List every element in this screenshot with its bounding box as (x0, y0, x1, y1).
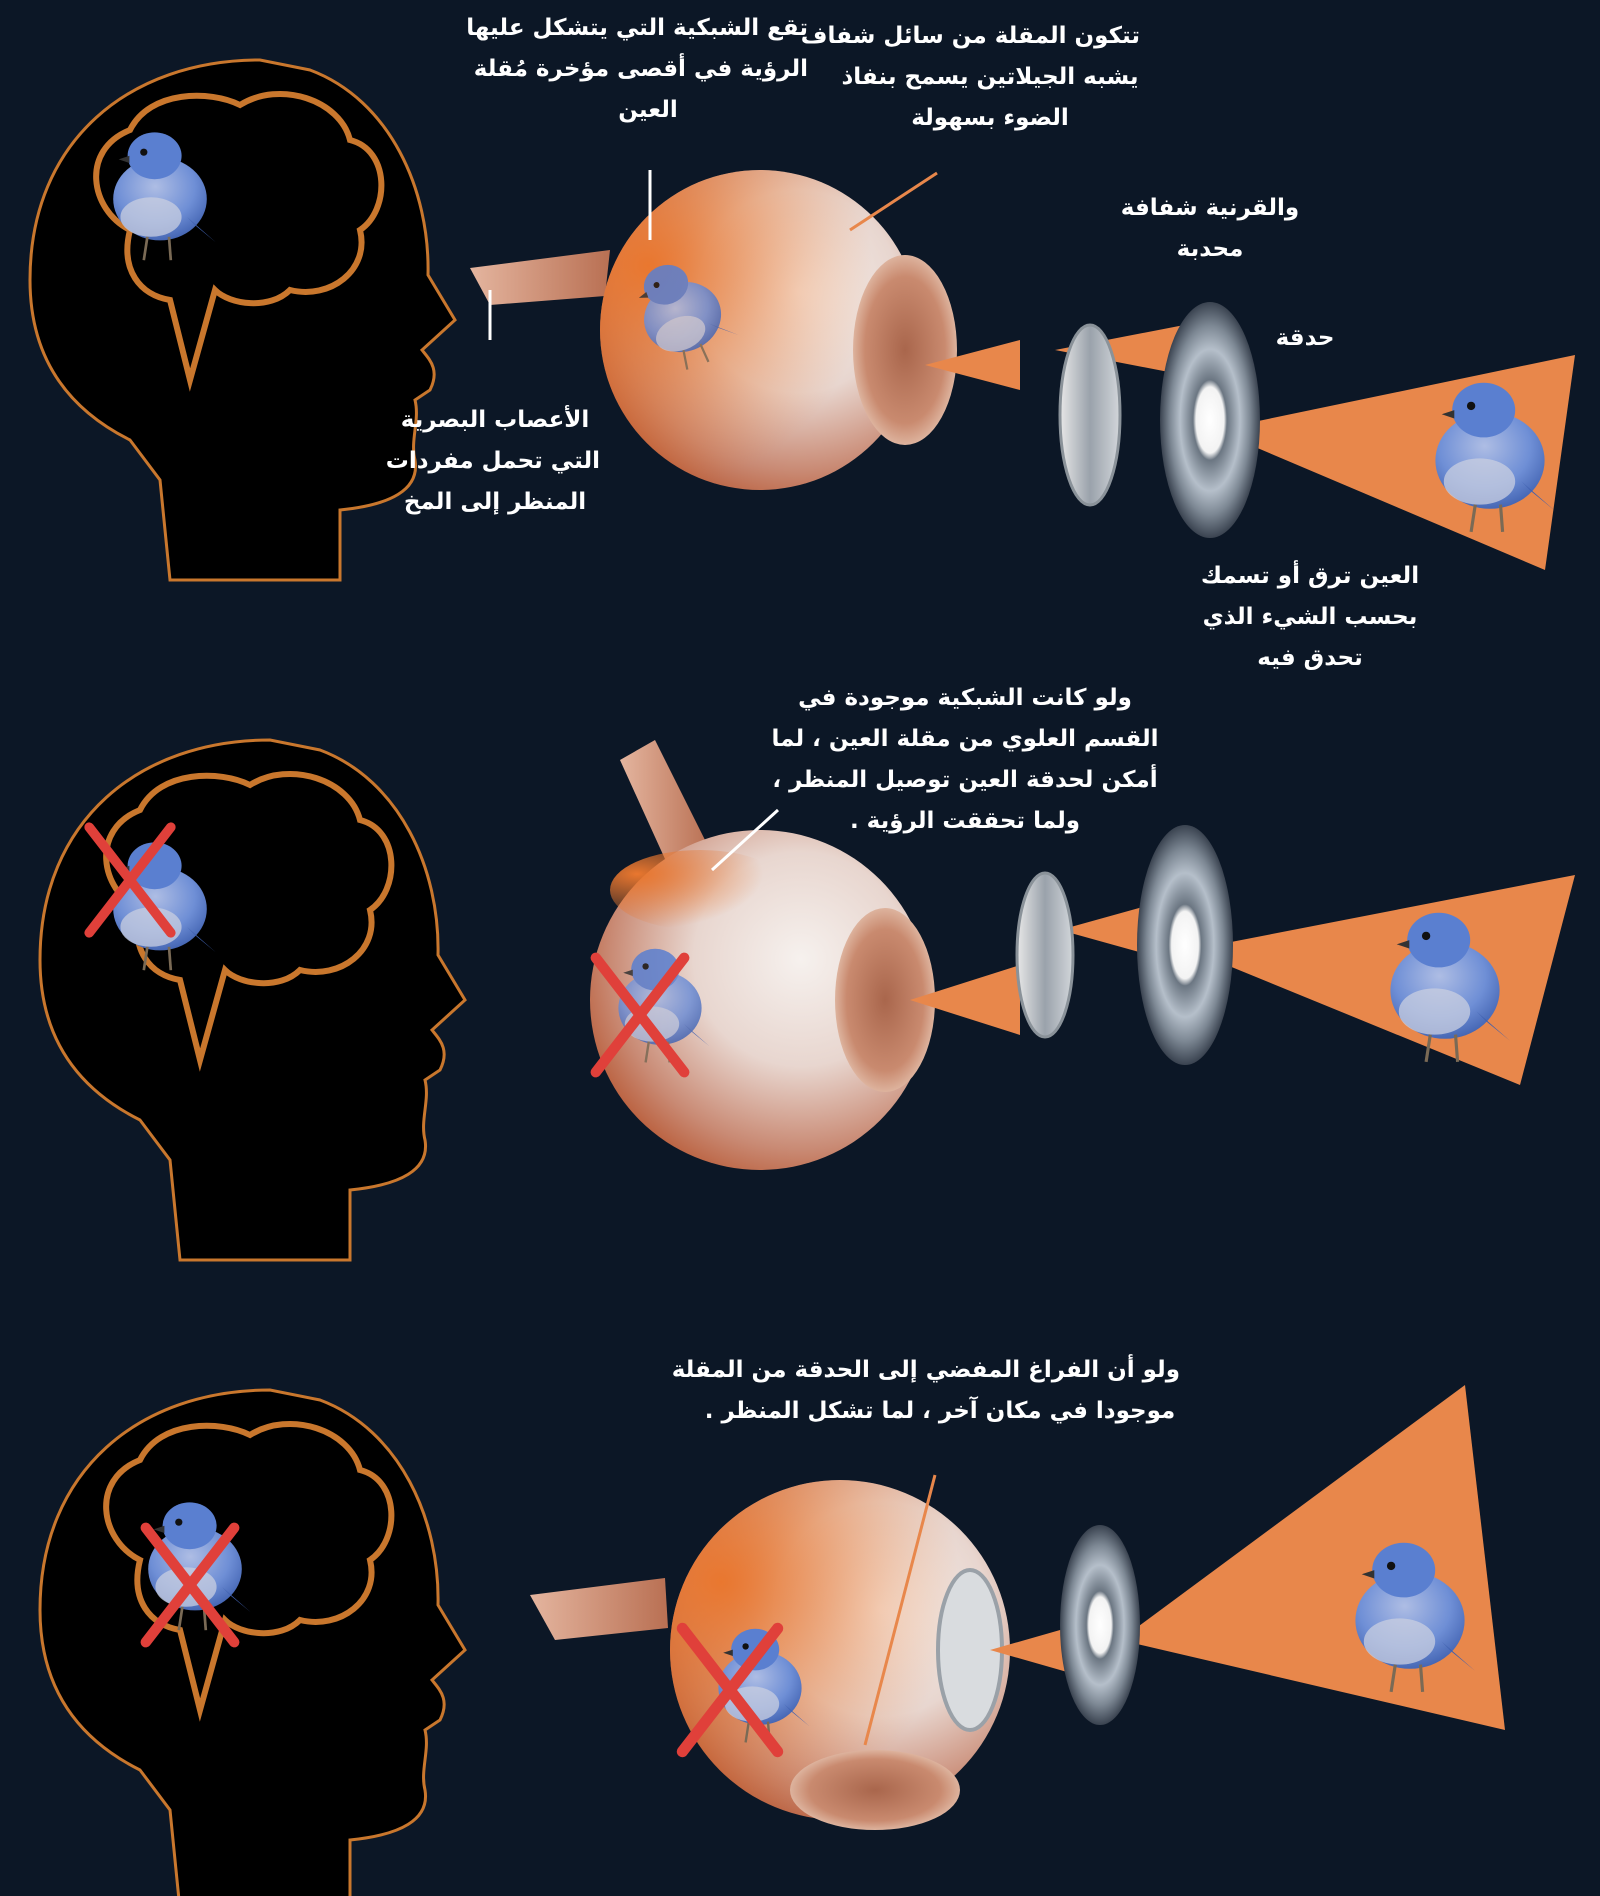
cornea-label: والقرنية شفافة محدبة (1120, 188, 1300, 270)
optic-nerve (530, 1578, 668, 1640)
pointer-line (850, 173, 937, 230)
eyeball-label: تتكون المقلة من سائل شفاف يشبه الجيلاتين… (840, 16, 1140, 139)
iris-label: العين ترق أو تسمك بحسب الشيء الذي تحدق ف… (1190, 556, 1430, 679)
light-cone (1120, 1385, 1505, 1730)
lens-icon (1060, 325, 1120, 505)
optic-nerves-label: الأعصاب البصرية التي تحمل مفردات المنظر … (390, 400, 600, 523)
eyeball-icon (670, 1480, 1010, 1830)
pupil-label: حدقة (1255, 318, 1355, 359)
iris-icon (1137, 825, 1233, 1065)
head-silhouette-icon (40, 1390, 465, 1896)
retina-label: تقع الشبكية التي يتشكل عليها الرؤية في أ… (488, 8, 808, 131)
iris-icon (1060, 1525, 1140, 1725)
retina-top-label: ولو كانت الشبكية موجودة في القسم العلوي … (770, 678, 1160, 842)
iris-icon (1160, 302, 1260, 538)
light-cone (1190, 875, 1575, 1085)
lens-icon (1017, 873, 1073, 1037)
head-silhouette-icon (40, 740, 465, 1260)
opening-label: ولو أن الفراغ المفضي إلى الحدقة من المقل… (700, 1350, 1180, 1432)
